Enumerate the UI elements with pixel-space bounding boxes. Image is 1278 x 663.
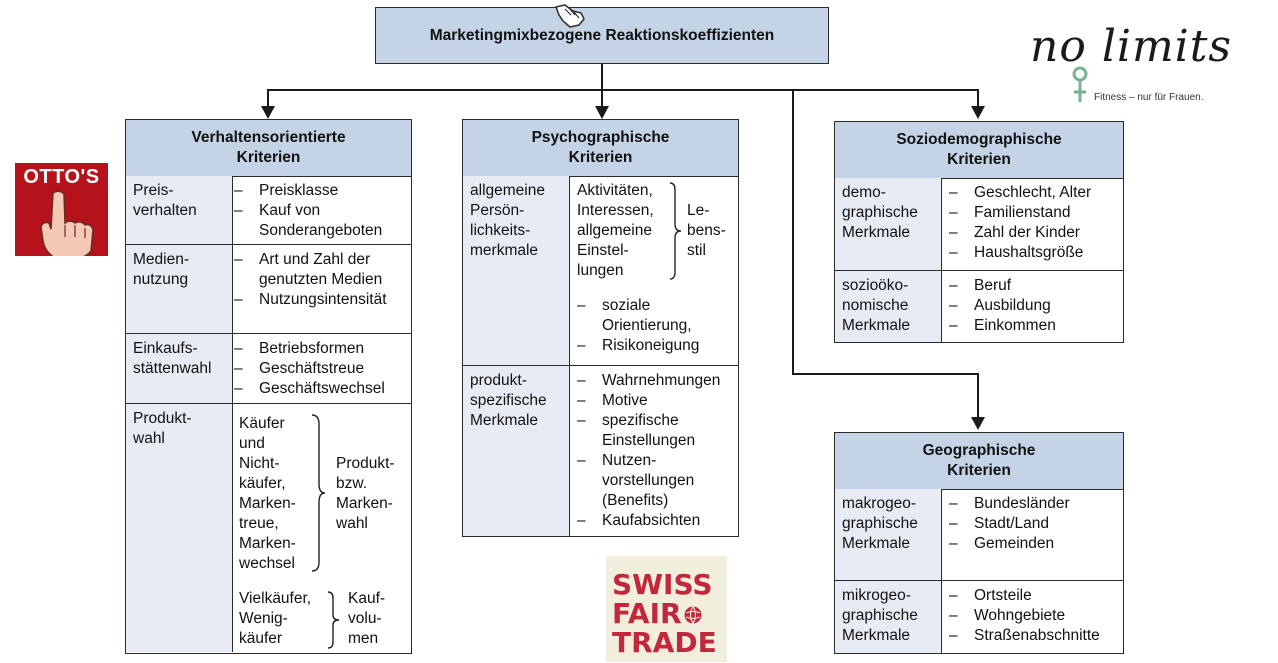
psycho-header: Psychographische Kriterien [463,120,738,177]
brace-icon [311,414,326,572]
verhalten-header: Verhaltensorientierte Kriterien [126,120,411,177]
sozio-row-oeko: sozioöko- nomische Merkmale –Beruf –Ausb… [835,270,1123,342]
connector-right-drop [977,89,979,107]
list-item: –Nutzen- vorstellungen (Benefits) [577,452,695,509]
nolimits-tagline: Fitness – nur für Frauen. [1094,92,1204,103]
row-label: demo- graphische Merkmale [835,178,942,270]
connector-top [601,63,603,91]
pointing-hand-icon [40,190,94,256]
verhalten-row-einkauf: Einkaufs- stättenwahl –Betriebsformen –G… [126,333,411,403]
group-lebensstil: Aktivitäten, Interessen, allgemeine Eins… [577,182,654,279]
list-item: –Geschäftstreue [234,360,365,377]
list-item: –Art und Zahl der genutzten Medien [234,251,383,288]
verhalten-box: Verhaltensorientierte Kriterien Preis- v… [125,119,412,654]
arrow-verhalten [261,106,275,119]
geo-row-mikro: mikrogeo- graphische Merkmale –Ortsteile… [835,580,1123,653]
list-item: –Stadt/Land [949,515,1049,532]
list-item: –Beruf [949,277,1012,294]
list-item: –Einkommen [949,317,1056,334]
verhalten-row-produkt: Produkt- wahl Käufer und Nicht- käufer, … [126,403,411,652]
list-item: –Gemeinden [949,535,1055,552]
nolimits-logo-text: no limits [1030,21,1233,72]
list-item: –Nutzungsintensität [234,291,387,308]
sozio-box: Soziodemographische Kriterien demo- grap… [834,121,1124,343]
connector-horizontal [267,89,978,91]
row-label: makrogeo- graphische Merkmale [835,489,942,580]
nolimits-logo: no limits Fitness – nur für Frauen. [1030,22,1260,112]
group-kaeufer: Käufer und Nicht- käufer, Marken- treue,… [239,415,296,572]
fair-text: FAIR [612,597,682,630]
verhalten-row-preis: Preis- verhalten –Preisklasse –Kauf von … [126,176,411,244]
list-item: –Wohngebiete [949,607,1066,624]
list-item: –Bundesländer [949,495,1070,512]
psycho-row-produkt: produkt- spezifische Merkmale –Wahrnehmu… [463,365,738,536]
swiss-text: SWISS [612,568,713,601]
globe-icon [684,606,702,624]
row-label: Einkaufs- stättenwahl [126,334,233,403]
list-item: –Risikoneigung [577,337,700,354]
connector-geo-drop [977,373,979,418]
group-kaeufer-note: Produkt- bzw. Marken- wahl [336,455,395,532]
psycho-box: Psychographische Kriterien allgemeine Pe… [462,119,739,537]
connector-left-drop [267,89,269,107]
female-symbol-icon [1072,66,1088,102]
list-item: –soziale Orientierung, [577,297,692,334]
geo-header: Geographische Kriterien [835,433,1123,490]
group-lebensstil-note: Le- bens- stil [687,202,726,259]
page-title: Marketingmixbezogene Reaktionskoeffizien… [429,26,775,44]
arrow-geo [971,417,985,430]
sozio-row-demo: demo- graphische Merkmale –Geschlecht, A… [835,178,1123,270]
trade-text: TRADE [612,626,717,659]
row-label: Produkt- wahl [126,404,233,652]
arrow-sozio [971,106,985,119]
list-item: –Preisklasse [234,182,339,199]
connector-mid-drop [601,89,603,107]
list-item: –Kauf von Sonderangeboten [234,202,383,239]
list-item: –Ortsteile [949,587,1032,604]
row-label: produkt- spezifische Merkmale [463,366,570,536]
list-item: –Haushaltsgröße [949,244,1084,261]
connector-geo-horizontal [792,373,979,375]
title-box: Marketingmixbezogene Reaktionskoeffizien… [375,7,829,64]
row-label: Preis- verhalten [126,176,233,244]
geo-row-makro: makrogeo- graphische Merkmale –Bundeslän… [835,489,1123,580]
list-item: –Ausbildung [949,297,1051,314]
row-label: sozioöko- nomische Merkmale [835,271,942,342]
list-item: –Zahl der Kinder [949,224,1080,241]
ottos-logo: OTTO'S [15,163,108,256]
arrow-psycho [595,106,609,119]
hand-cursor-icon [554,4,585,28]
list-item: –Wahrnehmungen [577,372,721,389]
sozio-header: Soziodemographische Kriterien [835,122,1123,179]
list-item: –Geschäftswechsel [234,380,385,397]
swiss-fair-trade-logo: SWISS FAIR TRADE [606,556,727,662]
group-vielkaeufer-note: Kauf- volu- men [348,590,386,647]
row-label: Medien- nutzung [126,245,233,333]
group-vielkaeufer: Vielkäufer, Wenig- käufer [239,590,312,647]
connector-geo-vertical [792,89,794,374]
brace-icon [669,182,682,280]
brace-icon [327,591,340,649]
list-item: –Motive [577,392,648,409]
geo-box: Geographische Kriterien makrogeo- graphi… [834,432,1124,654]
list-item: –spezifische Einstellungen [577,412,696,449]
list-item: –Kaufabsichten [577,512,701,529]
list-item: –Familienstand [949,204,1071,221]
list-item: –Geschlecht, Alter [949,184,1092,201]
verhalten-row-medien: Medien- nutzung –Art und Zahl der genutz… [126,244,411,333]
row-label: mikrogeo- graphische Merkmale [835,581,942,653]
psycho-row-allgemein: allgemeine Persön- lichkeits- merkmale A… [463,176,738,365]
row-label: allgemeine Persön- lichkeits- merkmale [463,176,570,365]
list-item: –Betriebsformen [234,340,365,357]
ottos-logo-text: OTTO'S [23,166,100,188]
list-item: –Straßenabschnitte [949,627,1100,644]
